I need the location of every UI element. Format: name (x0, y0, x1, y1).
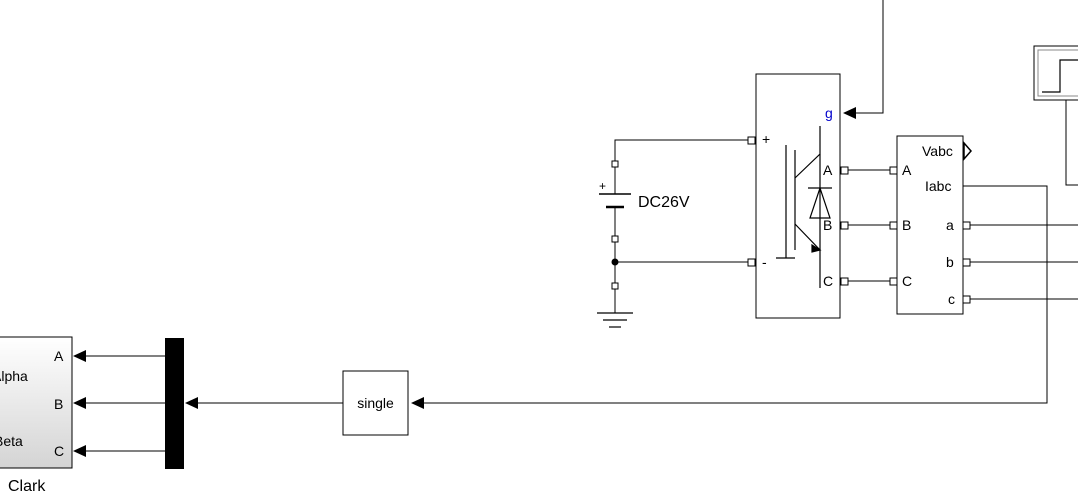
demux-block[interactable] (165, 338, 184, 469)
inverter-out-b-port[interactable] (840, 221, 849, 230)
clark-in-a-label: A (54, 348, 64, 364)
gate-arrow (843, 107, 856, 119)
inverter-minus-label: - (762, 254, 767, 270)
measurement-out-b-port[interactable] (962, 258, 971, 267)
measurement-vabc-label: Vabc (922, 143, 953, 159)
dc-source-plus-label: + (599, 179, 606, 193)
inverter-plus-label: + (762, 131, 770, 147)
measurement-out-a-port[interactable] (962, 221, 971, 230)
inverter-body[interactable] (755, 73, 841, 319)
measurement-iabc-label: Iabc (925, 178, 951, 194)
step-icon (1042, 59, 1078, 93)
clark-name-label: Clark (8, 478, 46, 495)
junction-dot (611, 258, 619, 266)
measurement-in-c-label: C (902, 273, 912, 289)
measurement-block[interactable]: A B C Vabc Iabc a b c (889, 135, 972, 315)
step-body[interactable] (1033, 45, 1078, 101)
clark-c-arrow (73, 445, 86, 457)
dc-source-top-port[interactable] (611, 160, 619, 168)
inverter-out-a-port[interactable] (840, 166, 849, 175)
convert-input-arrow (411, 397, 424, 409)
convert-block[interactable]: single (342, 370, 409, 436)
measurement-in-a-label: A (902, 162, 912, 178)
inverter-out-a-label: A (823, 162, 833, 178)
clark-in-b-label: B (54, 396, 63, 412)
clark-b-arrow (73, 397, 86, 409)
measurement-in-a-port[interactable] (889, 166, 898, 175)
step-output-line[interactable] (1065, 100, 1078, 186)
inverter-plus-port[interactable] (747, 136, 756, 145)
inverter-minus-port[interactable] (747, 258, 756, 267)
step-block[interactable] (1033, 45, 1078, 101)
convert-label: single (357, 395, 394, 411)
ground-port[interactable] (611, 282, 619, 290)
igbt-diode-icon (776, 126, 832, 288)
iabc-signal-line[interactable] (424, 185, 1048, 404)
measurement-out-c-label: c (948, 291, 955, 307)
gate-signal-line[interactable] (856, 0, 884, 114)
inverter-block[interactable]: + - g A B C (747, 73, 849, 319)
vabc-output-arrow[interactable] (963, 141, 972, 161)
clark-beta-label: Beta (0, 433, 23, 449)
clark-body[interactable] (0, 336, 73, 469)
inverter-out-c-port[interactable] (840, 277, 849, 286)
dc-source-bottom-port[interactable] (611, 235, 619, 243)
inverter-out-b-label: B (823, 217, 832, 233)
clark-alpha-label: Alpha (0, 368, 28, 384)
inverter-out-c-label: C (823, 273, 833, 289)
measurement-out-c-port[interactable] (962, 295, 971, 304)
measurement-in-b-port[interactable] (889, 221, 898, 230)
convert-body[interactable] (342, 370, 409, 436)
measurement-out-a-label: a (946, 217, 954, 233)
ground-block[interactable] (597, 282, 633, 328)
step-inner-frame (1037, 49, 1078, 97)
measurement-in-b-label: B (902, 217, 911, 233)
measurement-out-b-label: b (946, 254, 954, 270)
measurement-in-c-port[interactable] (889, 277, 898, 286)
dc-positive-line[interactable] (614, 139, 751, 164)
wires (73, 0, 1078, 457)
dc-source-label: DC26V (638, 194, 690, 211)
clark-in-c-label: C (54, 443, 64, 459)
demux-input-arrow (185, 397, 198, 409)
inverter-gate-label: g (825, 105, 833, 121)
clark-block[interactable]: A B C Alpha Beta Clark (0, 336, 73, 495)
clark-a-arrow (73, 350, 86, 362)
dc-voltage-source[interactable]: + DC26V (599, 160, 690, 243)
